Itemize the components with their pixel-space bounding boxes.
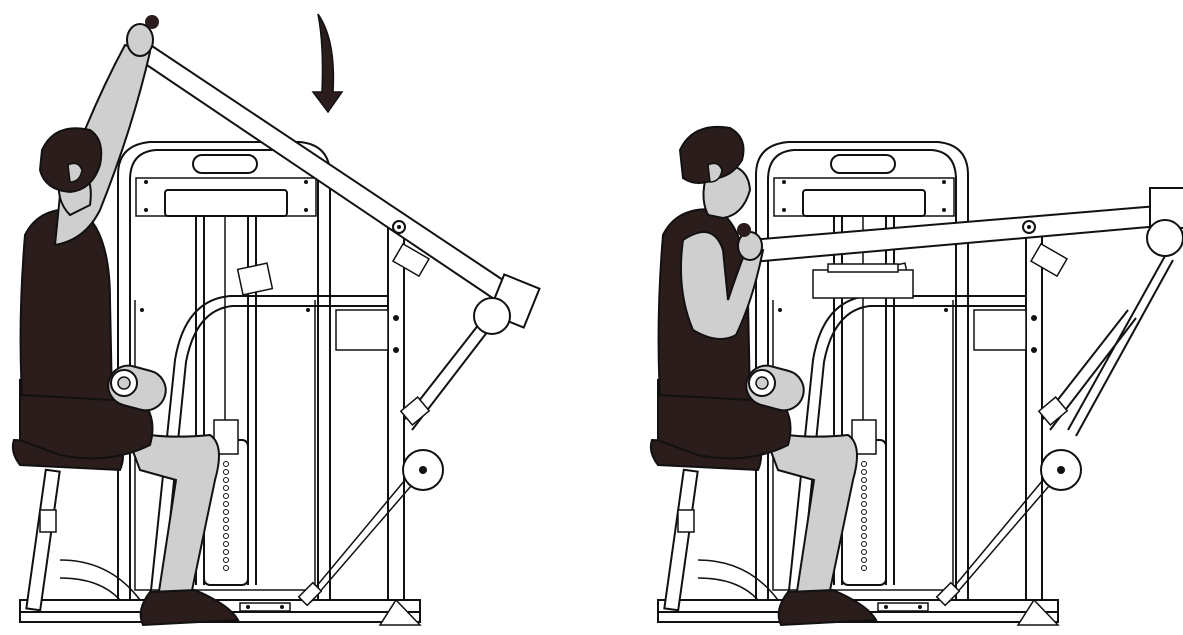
lever-bar [132,15,539,334]
start-position-panel [13,14,540,625]
lever-bar [750,188,1183,436]
down-arrow-icon [313,14,342,112]
end-position-panel [651,127,1183,625]
